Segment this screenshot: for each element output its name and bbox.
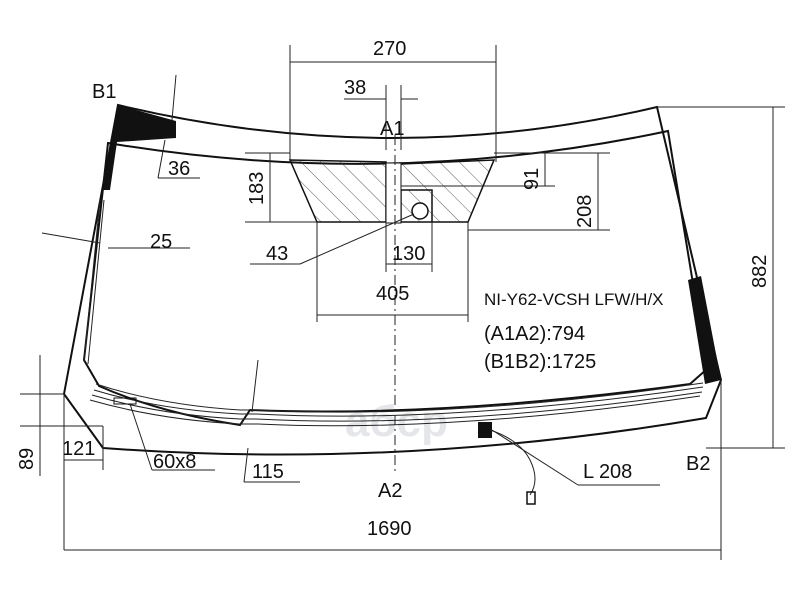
rain-sensor-circle (411, 202, 429, 220)
dim-line-43 (299, 213, 415, 265)
dim-38: 38 (344, 77, 366, 99)
dim-208: 208 (574, 195, 596, 228)
dim-270: 270 (373, 38, 406, 60)
dim-89: 89 (16, 448, 38, 470)
dim-1690: 1690 (367, 518, 412, 540)
heater-connector (478, 422, 492, 438)
sensor-wire (489, 429, 536, 496)
point-b2: B2 (686, 453, 710, 475)
black-band-right (688, 276, 721, 384)
dim-882: 882 (749, 255, 771, 288)
heating-line (95, 382, 704, 413)
dim-line-l208 (491, 429, 579, 486)
glass-outer-edge (62, 103, 723, 456)
heating-line (91, 391, 703, 422)
heating-line (93, 386, 704, 417)
mirror-pad (385, 162, 402, 224)
side-heating-line (87, 199, 105, 365)
part-code: NI-Y62-VCSH LFW/H/X (484, 290, 663, 309)
dim-121: 121 (62, 438, 95, 460)
dim-36: 36 (168, 158, 190, 180)
point-a2: A2 (378, 480, 402, 502)
sensor-area (288, 159, 387, 223)
dim-line-115 (251, 359, 259, 413)
dim-line-36 (157, 139, 166, 179)
dim-line-25 (41, 232, 101, 244)
dim-line-115 (243, 447, 249, 483)
side-heating-line (83, 199, 101, 363)
a1a2-length: (A1A2):794 (484, 323, 585, 345)
dim-43: 43 (266, 243, 288, 265)
dim-183: 183 (246, 172, 268, 205)
black-band-left-top (103, 105, 176, 190)
label-rect (113, 397, 137, 405)
dim-l208: L 208 (583, 461, 632, 483)
dim-405: 405 (376, 283, 409, 305)
heating-line (89, 395, 701, 427)
point-b1: B1 (92, 81, 116, 103)
dim-91: 91 (521, 168, 543, 190)
b1b2-length: (B1B2):1725 (484, 351, 596, 373)
dim-25: 25 (150, 231, 172, 253)
dim-line-b1 (171, 74, 177, 121)
point-a1: A1 (380, 118, 404, 140)
dim-130: 130 (392, 243, 425, 265)
dim-60x8: 60x8 (153, 451, 196, 473)
dim-line-60x8 (129, 403, 153, 471)
dim-115: 115 (252, 461, 284, 483)
sensor-plug (526, 491, 536, 505)
